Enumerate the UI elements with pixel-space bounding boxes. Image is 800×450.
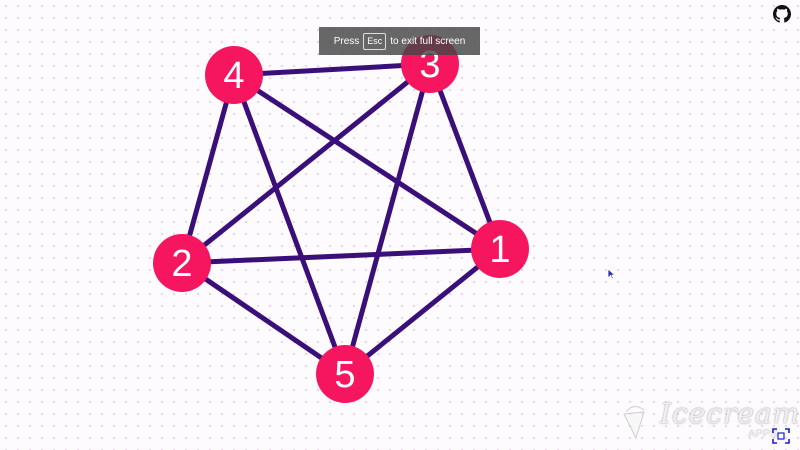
node-circle	[205, 46, 263, 104]
fullscreen-icon	[772, 428, 790, 444]
node-circle	[153, 234, 211, 292]
edge-4-5	[231, 72, 348, 377]
fullscreen-button[interactable]	[772, 428, 790, 444]
edge-2-5	[179, 260, 348, 377]
node-circle	[316, 345, 374, 403]
watermark-cone-icon	[623, 406, 645, 440]
edge-3-5	[342, 61, 433, 377]
banner-prefix: Press	[333, 35, 360, 47]
github-link[interactable]	[773, 5, 791, 23]
edges-layer	[179, 61, 503, 377]
edge-1-3	[427, 61, 503, 252]
node-label: 5	[334, 354, 355, 396]
node-5[interactable]: 5	[316, 345, 374, 403]
edge-1-5	[342, 246, 503, 377]
mouse-cursor-icon	[607, 267, 617, 280]
edge-2-3	[179, 61, 433, 266]
github-icon	[773, 5, 791, 23]
edge-2-4	[179, 72, 237, 266]
node-circle	[471, 220, 529, 278]
esc-key-badge: Esc	[363, 32, 387, 50]
edge-1-4	[231, 72, 503, 252]
watermark-sub: APPS	[748, 428, 778, 440]
fullscreen-exit-banner: Press Esc to exit full screen	[319, 27, 480, 55]
node-label: 2	[171, 243, 192, 285]
node-label: 4	[223, 55, 244, 97]
edge-1-2	[179, 246, 503, 266]
node-1[interactable]: 1	[471, 220, 529, 278]
edge-3-4	[231, 61, 433, 78]
node-4[interactable]: 4	[205, 46, 263, 104]
banner-suffix: to exit full screen	[390, 35, 466, 47]
watermark-brand: Icecream	[660, 397, 800, 430]
node-2[interactable]: 2	[153, 234, 211, 292]
node-label: 1	[489, 229, 510, 271]
